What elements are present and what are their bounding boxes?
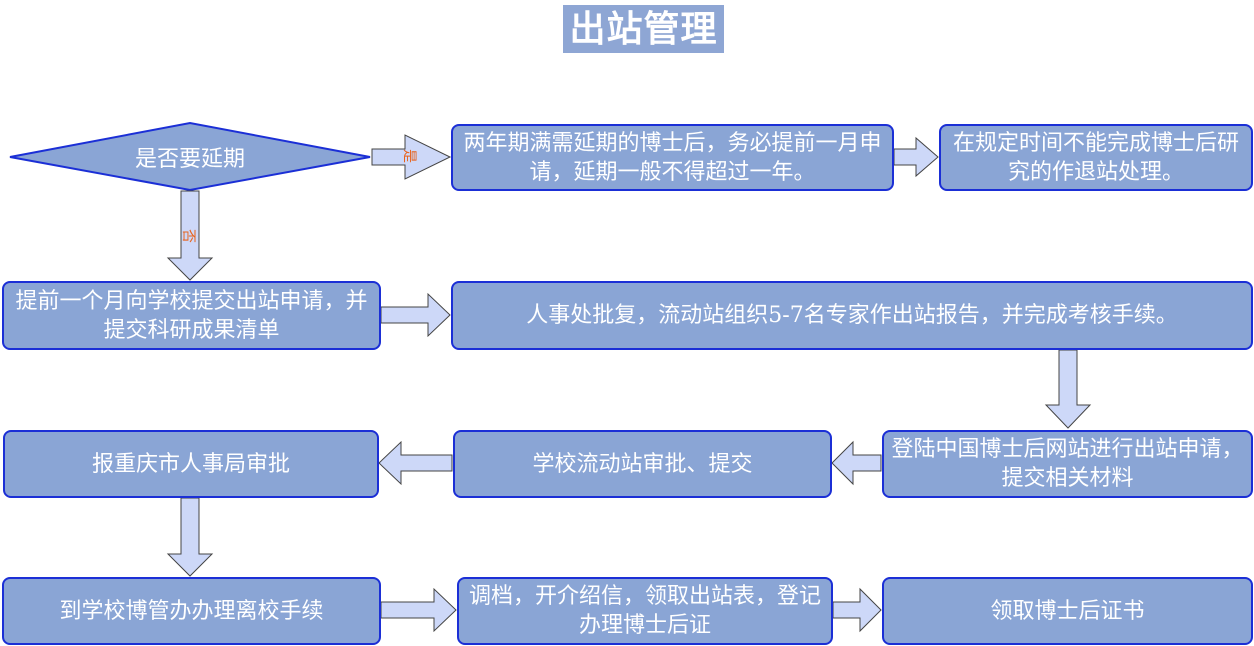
step-online-application: 登陆中国博士后网站进行出站申请，提交相关材料: [882, 430, 1253, 498]
step-approval-report: 人事处批复，流动站组织5-7名专家作出站报告，并完成考核手续。: [451, 281, 1253, 350]
step-submit-application: 提前一个月向学校提交出站申请，并提交科研成果清单: [2, 281, 381, 350]
arrow-left: [831, 440, 882, 486]
arrow-down: [166, 497, 214, 577]
arrow-right: [380, 587, 457, 633]
page-title: 出站管理: [563, 5, 724, 53]
arrow-down-no: [166, 190, 214, 281]
decision-text: 是否要延期: [134, 147, 245, 172]
arrow-down: [1044, 349, 1092, 429]
step-transfer-files: 调档，开介绍信，领取出站表，登记办理博士后证: [457, 577, 833, 645]
no-label: 否: [180, 229, 196, 243]
yes-label: 是: [401, 149, 417, 163]
arrow-right-yes: [371, 134, 452, 180]
step-city-approval: 报重庆市人事局审批: [3, 430, 379, 498]
step-station-approval: 学校流动站审批、提交: [453, 430, 832, 498]
decision-diamond: [9, 121, 371, 192]
arrow-right: [893, 136, 939, 178]
arrow-right: [380, 292, 451, 338]
step-withdraw: 在规定时间不能完成博士后研究的作退站处理。: [939, 124, 1253, 191]
arrow-left: [378, 440, 453, 486]
arrow-right: [832, 587, 882, 633]
step-extension-rule: 两年期满需延期的博士后，务必提前一月申请，延期一般不得超过一年。: [451, 124, 894, 191]
step-certificate: 领取博士后证书: [882, 577, 1253, 645]
step-leave-procedure: 到学校博管办办理离校手续: [2, 577, 381, 645]
